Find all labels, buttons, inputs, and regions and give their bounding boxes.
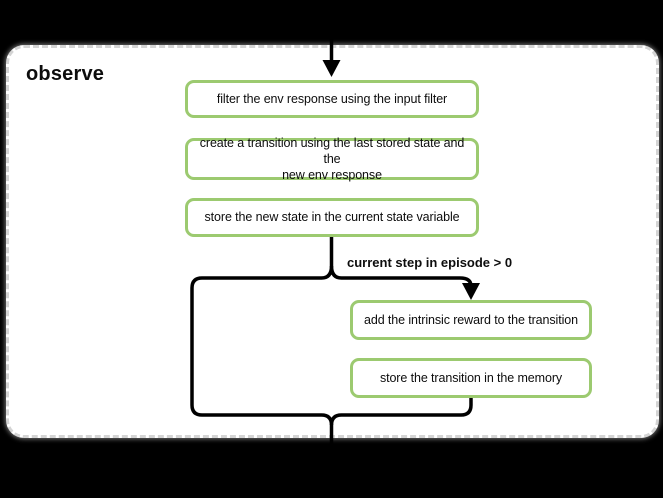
node-store-new-state: store the new state in the current state… [185,198,479,237]
node-create-transition: create a transition using the last store… [185,136,479,182]
edge-false-branch-bypass [190,236,334,444]
arrowhead-entry-icon [322,60,341,77]
node-add-intrinsic-reward: add the intrinsic reward to the transiti… [350,300,592,340]
node-filter-env-response: filter the env response using the input … [185,80,479,118]
arrowhead-true-branch-icon [462,283,480,300]
edge-true-branch-return [329,398,473,426]
node-store-transition: store the transition in the memory [350,358,592,398]
group-title: observe [26,63,105,85]
condition-label: current step in episode > 0 [347,255,513,270]
edge-true-branch [329,265,473,287]
